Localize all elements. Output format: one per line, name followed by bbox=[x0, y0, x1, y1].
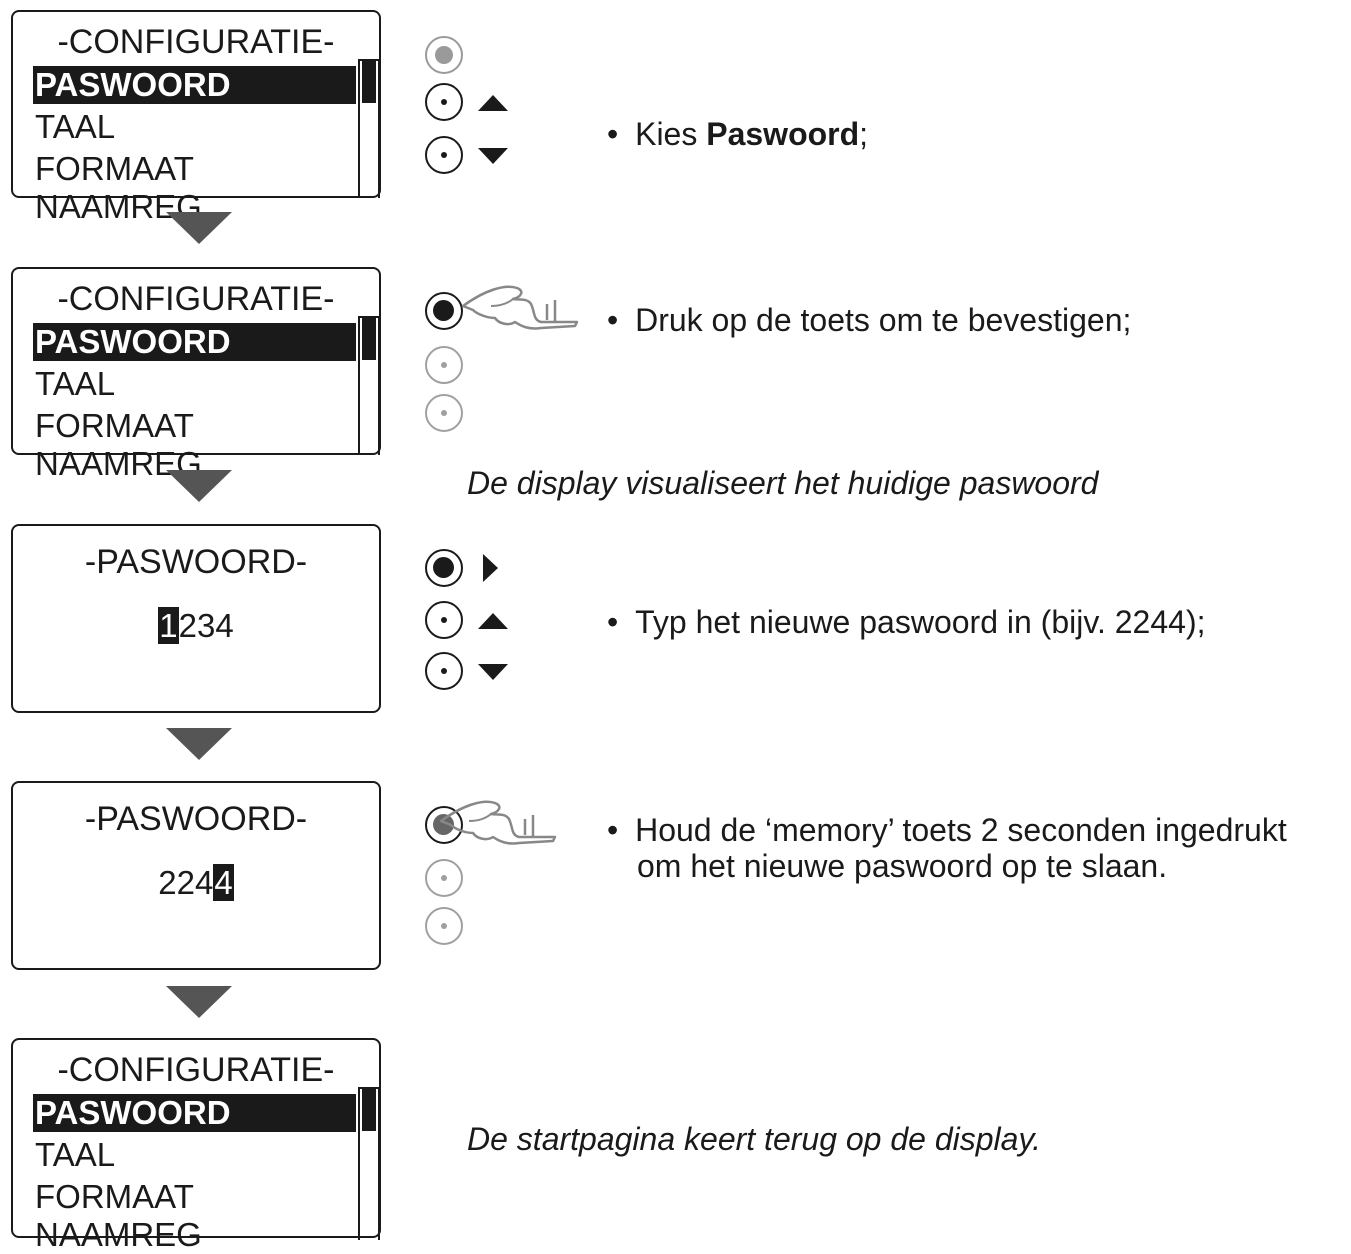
step-text: Druk op de toets om te bevestigen; bbox=[635, 302, 1132, 338]
up-button[interactable] bbox=[425, 859, 463, 897]
step-text-line1: Houd de ‘memory’ toets 2 seconden ingedr… bbox=[635, 812, 1287, 848]
lcd-screen-configuratie-3: -CONFIGURATIE- PASWOORD TAAL FORMAAT NAA… bbox=[11, 1038, 381, 1253]
screen-title: -PASWOORD- bbox=[84, 543, 308, 581]
down-button[interactable] bbox=[425, 652, 463, 690]
step-choose-paswoord: • Kies Paswoord; bbox=[607, 116, 868, 152]
step-bold: Paswoord bbox=[706, 116, 860, 152]
step-text: Typ het nieuwe paswoord in (bijv. 2244); bbox=[635, 604, 1206, 640]
lcd-screen-paswoord-2: -PASWOORD- 2244 bbox=[11, 781, 381, 970]
up-arrow-icon bbox=[478, 95, 508, 111]
step-hold-memory: • Houd de ‘memory’ toets 2 seconden inge… bbox=[607, 812, 1287, 884]
note-home-returns: De startpagina keert terug op de display… bbox=[467, 1121, 1041, 1157]
next-digit-button[interactable] bbox=[425, 549, 463, 587]
screen-title: -CONFIGURATIE- bbox=[57, 1051, 335, 1089]
step-text-line2: om het nieuwe paswoord op te slaan. bbox=[637, 848, 1168, 884]
bullet: • bbox=[607, 812, 619, 848]
password-value: 1234 bbox=[13, 606, 379, 646]
password-value: 2244 bbox=[13, 863, 379, 903]
bullet: • bbox=[607, 604, 619, 640]
scrollbar[interactable] bbox=[358, 1087, 380, 1240]
step-type-new-password: • Typ het nieuwe paswoord in (bijv. 2244… bbox=[607, 604, 1205, 640]
right-arrow-icon bbox=[483, 554, 498, 582]
bullet: • bbox=[607, 116, 619, 152]
up-arrow-icon bbox=[478, 613, 508, 629]
memory-button-pressed[interactable] bbox=[425, 806, 463, 844]
menu-item-paswoord[interactable]: PASWOORD bbox=[33, 1094, 356, 1132]
flow-arrow-down-icon bbox=[166, 470, 232, 502]
menu-item-formaat-naamreg[interactable]: FORMAAT NAAMREG bbox=[35, 407, 202, 482]
password-prefix: 224 bbox=[158, 864, 214, 901]
flow-arrow-down-icon bbox=[166, 212, 232, 244]
scrollbar-thumb[interactable] bbox=[362, 318, 376, 360]
step-confirm: • Druk op de toets om te bevestigen; bbox=[607, 302, 1131, 338]
menu-item-taal[interactable]: TAAL bbox=[35, 365, 116, 402]
menu-item-formaat-naamreg[interactable]: FORMAAT NAAMREG bbox=[35, 1178, 202, 1253]
confirm-button-idle[interactable] bbox=[425, 36, 463, 74]
screen-title: -CONFIGURATIE- bbox=[57, 23, 335, 61]
menu-item-formaat-naamreg[interactable]: FORMAAT NAAMREG bbox=[35, 150, 202, 225]
lcd-screen-configuratie-2: -CONFIGURATIE- PASWOORD TAAL FORMAAT NAA… bbox=[11, 267, 381, 482]
up-button[interactable] bbox=[425, 83, 463, 121]
screen-title: -CONFIGURATIE- bbox=[57, 280, 335, 318]
lcd-screen-paswoord-1: -PASWOORD- 1234 bbox=[11, 524, 381, 713]
scrollbar-thumb[interactable] bbox=[362, 1089, 376, 1131]
note-display-shows-password: De display visualiseert het huidige pasw… bbox=[467, 465, 1099, 501]
pointing-hand-icon bbox=[461, 285, 579, 330]
bullet: • bbox=[607, 302, 619, 338]
down-arrow-icon bbox=[478, 148, 508, 164]
menu-item-paswoord[interactable]: PASWOORD bbox=[33, 323, 356, 361]
down-button[interactable] bbox=[425, 394, 463, 432]
step-suffix: ; bbox=[859, 116, 869, 152]
menu-item-taal[interactable]: TAAL bbox=[35, 1136, 116, 1173]
scrollbar-thumb[interactable] bbox=[362, 61, 376, 103]
up-button[interactable] bbox=[425, 601, 463, 639]
scrollbar[interactable] bbox=[358, 59, 380, 198]
password-cursor-digit[interactable]: 4 bbox=[213, 864, 234, 901]
lcd-screen-configuratie-1: -CONFIGURATIE- PASWOORD TAAL FORMAAT NAA… bbox=[11, 10, 381, 225]
pointing-hand-icon bbox=[439, 800, 557, 845]
scrollbar[interactable] bbox=[358, 316, 380, 455]
flow-arrow-down-icon bbox=[166, 986, 232, 1018]
screen-title: -PASWOORD- bbox=[84, 800, 308, 838]
down-button[interactable] bbox=[425, 136, 463, 174]
password-suffix: 234 bbox=[178, 607, 234, 644]
up-button[interactable] bbox=[425, 346, 463, 384]
confirm-button-pressed[interactable] bbox=[425, 292, 463, 330]
flow-arrow-down-icon bbox=[166, 728, 232, 760]
menu-item-taal[interactable]: TAAL bbox=[35, 108, 116, 145]
password-cursor-digit[interactable]: 1 bbox=[158, 607, 179, 644]
down-button[interactable] bbox=[425, 907, 463, 945]
menu-item-paswoord[interactable]: PASWOORD bbox=[33, 66, 356, 104]
step-text: Kies bbox=[635, 116, 707, 152]
down-arrow-icon bbox=[478, 664, 508, 680]
